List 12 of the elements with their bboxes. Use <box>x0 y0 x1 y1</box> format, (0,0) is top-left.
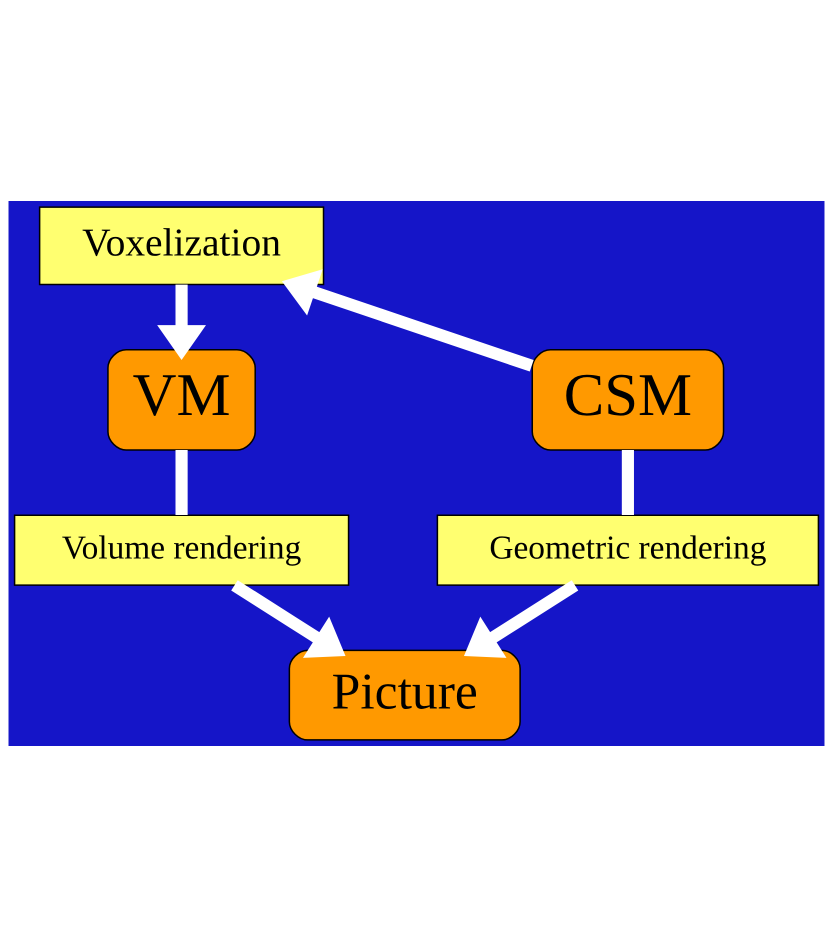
node-box: Voxelization <box>38 206 324 286</box>
node-box: VM <box>107 349 256 451</box>
node-box: Picture <box>288 650 521 741</box>
arrow <box>231 580 346 658</box>
node-box: CSM <box>532 349 724 451</box>
node-box: Volume rendering <box>14 514 350 586</box>
arrow <box>464 580 578 658</box>
arrow <box>282 269 534 372</box>
node-box: Geometric rendering <box>436 514 820 586</box>
connector <box>622 450 634 515</box>
arrow <box>157 284 206 360</box>
connector <box>176 450 188 515</box>
